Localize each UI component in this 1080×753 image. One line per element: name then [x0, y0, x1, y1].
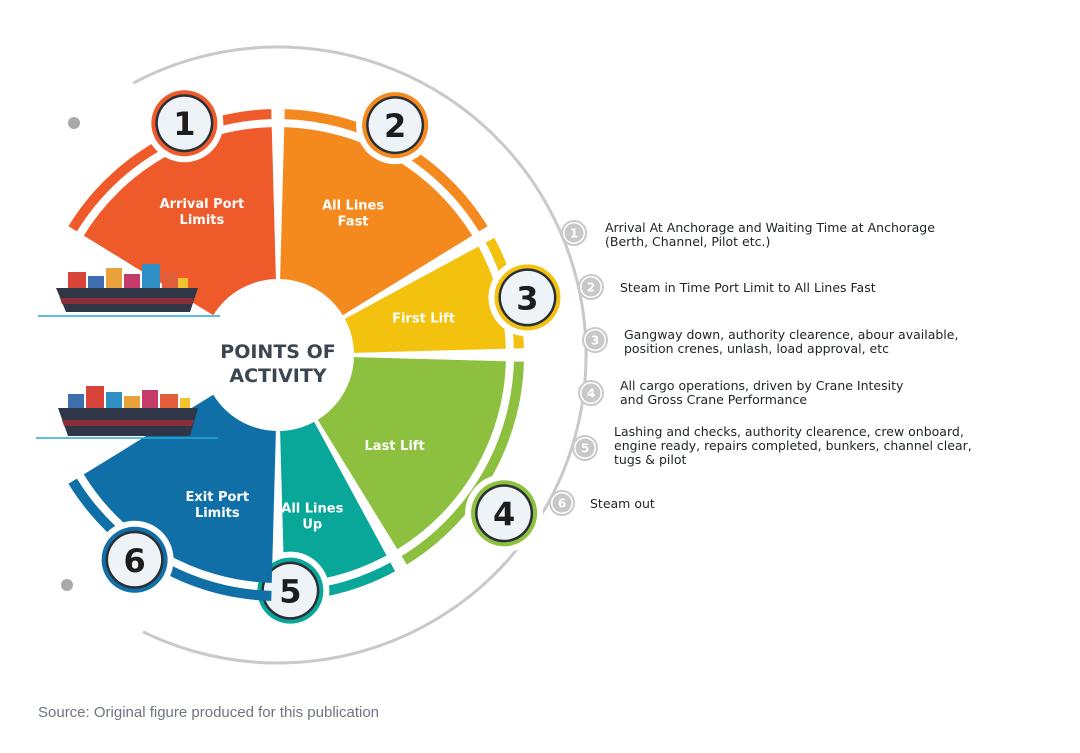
- segment-3: First Lift 3: [344, 237, 567, 353]
- step-1: 1 Arrival At Anchorage and Waiting Time a…: [561, 220, 935, 249]
- segment-3-badge: 3: [488, 258, 567, 337]
- step-5-number: 5: [581, 442, 589, 456]
- step-2-badge: [581, 277, 601, 297]
- step-4-text: and Gross Crane Performance: [620, 392, 807, 407]
- step-1-text: (Berth, Channel, Pilot etc.): [605, 234, 770, 249]
- step-3: 3 Gangway down, authority clearence, abou…: [582, 327, 958, 356]
- step-5-text: tugs & pilot: [614, 452, 686, 467]
- segment-5-label: All Lines: [281, 501, 343, 516]
- outer-arc: [132, 45, 588, 665]
- segment-3-label: First Lift: [392, 312, 455, 327]
- arc-start-dot: [68, 117, 80, 129]
- segment-5-badge-face: [263, 564, 317, 618]
- step-4-text: All cargo operations, driven by Crane In…: [620, 378, 904, 393]
- segment-4: Last Lift 4: [317, 357, 544, 565]
- segment-3-badge-face: [500, 270, 554, 324]
- segment-3-wedge: [344, 246, 506, 353]
- steps-list: 1 Arrival At Anchorage and Waiting Time a…: [549, 220, 972, 516]
- step-6-text: Steam out: [590, 496, 655, 511]
- step-5-text: engine ready, repairs completed, bunkers…: [614, 438, 972, 453]
- segment-6-badge-number: 6: [123, 542, 145, 580]
- segment-4-label: Last Lift: [365, 439, 425, 454]
- segment-4-wedge: [317, 357, 506, 550]
- segment-2-badge-number: 2: [384, 107, 406, 145]
- container-ship-icon: [38, 264, 220, 317]
- step-2-number: 2: [587, 281, 595, 295]
- segment-6-badge: 6: [95, 520, 174, 599]
- step-4-badge: [581, 383, 601, 403]
- step-1-badge: [564, 223, 584, 243]
- step-6: 6 Steam out: [549, 490, 655, 516]
- segment-5-label: Up: [302, 517, 322, 532]
- segment-6-label: Exit Port: [186, 490, 250, 505]
- segment-4-badge-number: 4: [493, 495, 515, 533]
- center-title-line-1: POINTS OF: [220, 341, 335, 363]
- segment-2-label: Fast: [338, 215, 369, 230]
- step-4-number: 4: [587, 387, 595, 401]
- container-ship-icon: [36, 386, 218, 439]
- source-note: Source: Original figure produced for thi…: [38, 704, 380, 721]
- step-4: 4 All cargo operations, driven by Crane I…: [578, 378, 904, 407]
- step-3-badge: [585, 330, 605, 350]
- segment-4-badge-face: [477, 486, 531, 540]
- step-5-badge: [575, 438, 595, 458]
- segment-1-badge: 1: [145, 84, 224, 163]
- segment-1-label: Arrival Port: [160, 197, 245, 212]
- segment-2-badge-face: [368, 98, 422, 152]
- step-3-text: Gangway down, authority clearence, abour…: [624, 327, 958, 342]
- step-1-text: Arrival At Anchorage and Waiting Time at…: [605, 220, 935, 235]
- segment-2-wedge: [280, 127, 473, 316]
- step-2-text: Steam in Time Port Limit to All Lines Fa…: [620, 280, 876, 295]
- segment-6-badge-face: [108, 533, 162, 587]
- segment-2-badge: 2: [356, 86, 435, 165]
- segment-2-label: All Lines: [322, 199, 384, 214]
- segment-1-wedge: [83, 127, 276, 316]
- step-3-text: position crenes, unlash, load approval, …: [624, 341, 889, 356]
- segment-6-label: Limits: [195, 506, 240, 521]
- segment-6-wedge: [83, 394, 276, 583]
- segment-3-badge-number: 3: [516, 279, 538, 317]
- arc-end-dot: [61, 579, 73, 591]
- segment-5-badge-number: 5: [279, 573, 301, 611]
- segment-1-badge-number: 1: [173, 105, 195, 143]
- segment-4-badge: 4: [465, 474, 544, 553]
- segment-1-badge-face: [157, 96, 211, 150]
- segment-5-badge: 5: [251, 551, 330, 630]
- center-title-line-2: ACTIVITY: [229, 365, 326, 387]
- step-1-number: 1: [570, 227, 578, 241]
- step-5-text: Lashing and checks, authority clearence,…: [614, 424, 964, 439]
- segment-1-label: Limits: [180, 213, 225, 228]
- step-5: 5 Lashing and checks, authority clearence…: [572, 424, 972, 467]
- step-6-number: 6: [558, 497, 566, 511]
- step-2: 2 Steam in Time Port Limit to All Lines F…: [578, 274, 876, 300]
- center-title: POINTS OF ACTIVITY: [220, 341, 335, 387]
- step-3-number: 3: [591, 334, 599, 348]
- step-6-badge: [552, 493, 572, 513]
- segment-5-wedge: [280, 421, 387, 583]
